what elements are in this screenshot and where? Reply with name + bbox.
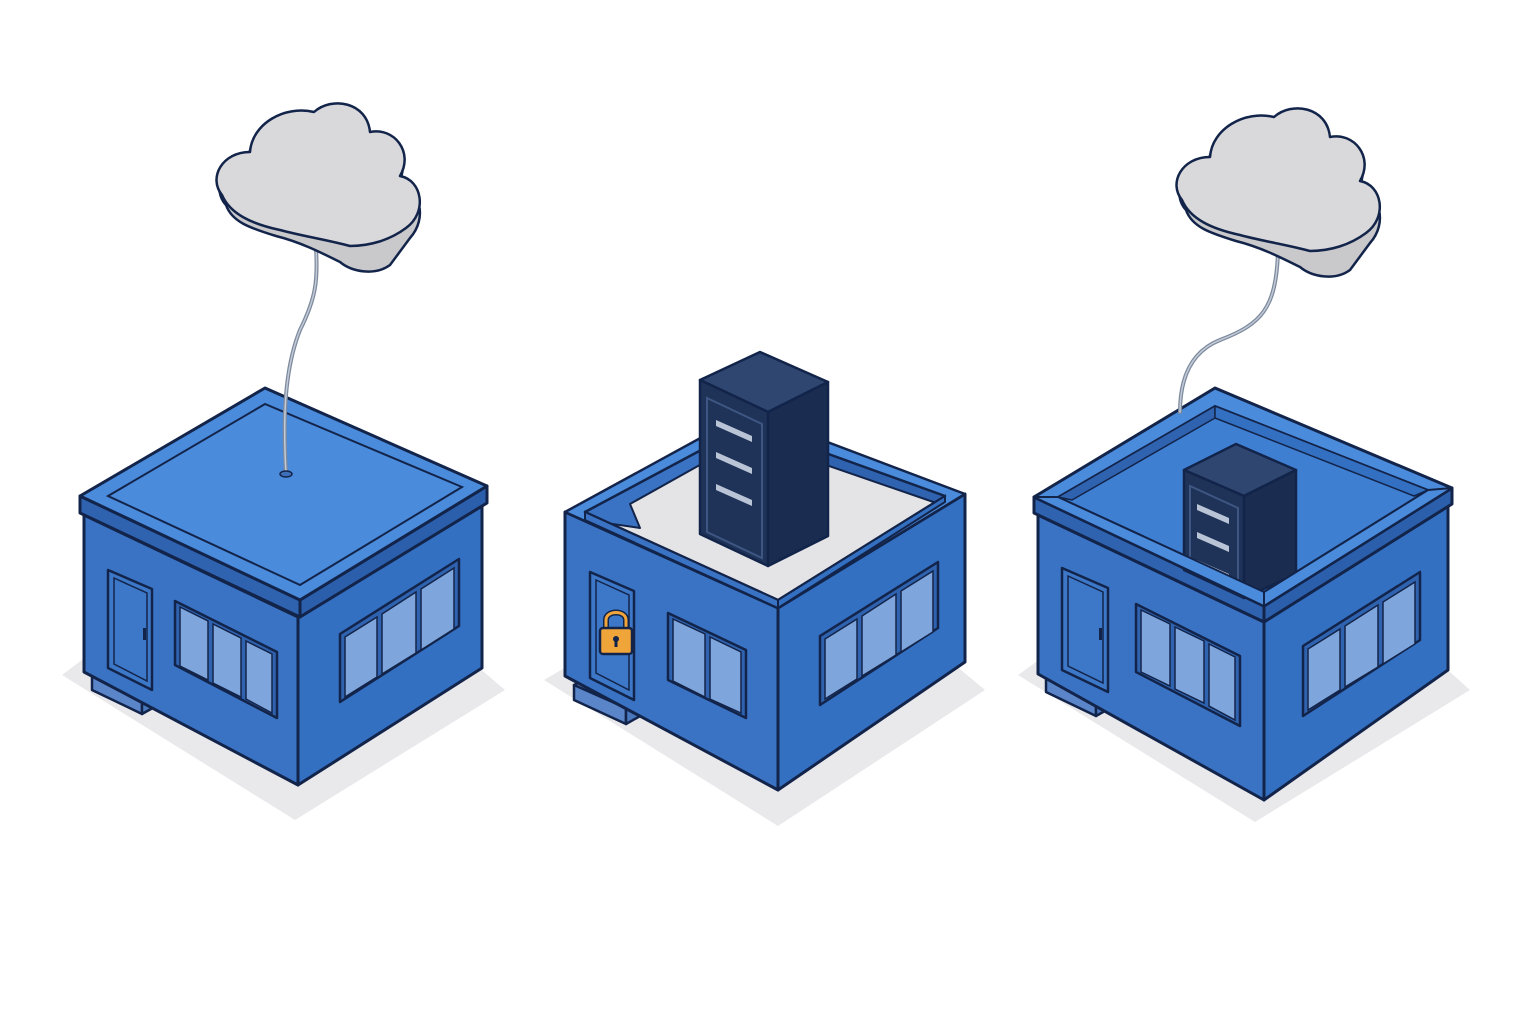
building-cloud: [62, 102, 505, 820]
padlock-icon: [598, 609, 634, 656]
window-right: [818, 560, 940, 707]
roof-inner: [105, 402, 465, 587]
cloud-icon: [215, 102, 422, 273]
cloud-cable: [1178, 250, 1280, 414]
window-right: [1301, 570, 1422, 718]
window-left: [173, 599, 279, 720]
building-hybrid: [1018, 107, 1470, 822]
cloud-icon: [1175, 107, 1382, 278]
server-rack-icon: [1182, 442, 1298, 600]
window-left: [1134, 602, 1242, 728]
door: [1060, 566, 1110, 694]
building-on-premises: [544, 350, 985, 826]
roof-top: [78, 386, 489, 602]
window-right: [338, 557, 461, 704]
server-rack-icon: [698, 350, 830, 568]
window-left: [666, 611, 748, 720]
door: [106, 568, 154, 692]
